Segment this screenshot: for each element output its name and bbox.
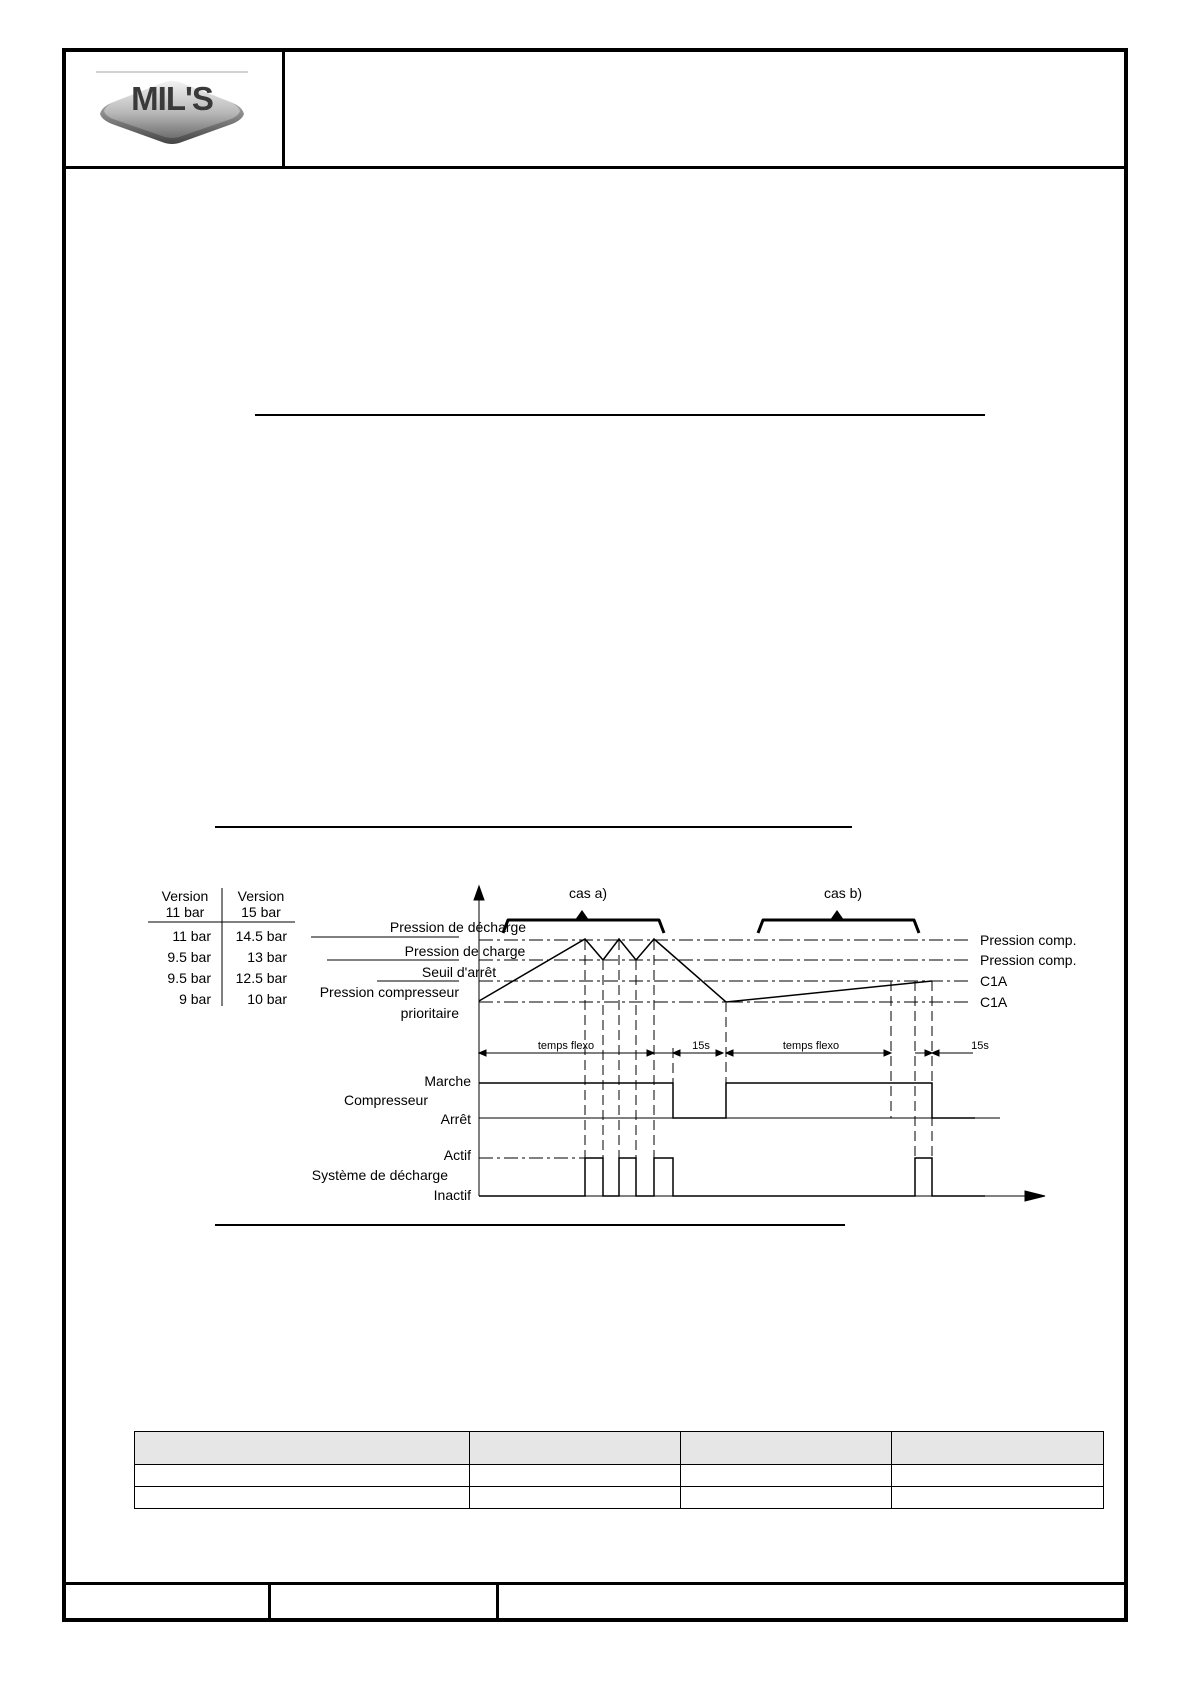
section-rule-3: [215, 1224, 845, 1226]
table-header-cell: [469, 1431, 681, 1465]
compressor-signal: [479, 1082, 975, 1119]
compressor-off-label: Arrêt: [441, 1111, 471, 1127]
label-pression-decharge: Pression de décharge: [390, 919, 526, 935]
version-15-header: Version: [238, 888, 285, 904]
table-row: [134, 1486, 1104, 1509]
label-seuil-arret: Seuil d'arrêt: [422, 964, 496, 980]
version-15-row: 12.5 bar: [236, 970, 288, 986]
version-15-row: 14.5 bar: [236, 928, 288, 944]
case-a-label: cas a): [569, 885, 607, 901]
label-pression-charge: Pression de charge: [405, 943, 526, 959]
label-pression-compresseur: Pression compresseur: [320, 984, 460, 1000]
table-cell: [891, 1486, 1104, 1509]
footer-separator: [496, 1582, 499, 1622]
table-cell: [469, 1486, 681, 1509]
right-label-pression-comp-1: Pression comp.: [980, 932, 1076, 948]
unload-label: Système de décharge: [312, 1167, 448, 1183]
mils-logo: MIL'S: [96, 71, 248, 144]
header-separator: [282, 48, 285, 168]
table-header-cell: [891, 1431, 1104, 1465]
timing-label: 15s: [971, 1040, 989, 1052]
version-15-row: 10 bar: [247, 991, 287, 1007]
version-11-row: 9.5 bar: [167, 970, 211, 986]
unload-signal: [479, 1157, 985, 1197]
label-prioritaire: prioritaire: [401, 1005, 460, 1021]
footer-separator: [268, 1582, 271, 1622]
right-label-c1a-2: C1A: [980, 994, 1008, 1010]
table-header-cell: [134, 1431, 470, 1465]
version-15-row: 13 bar: [247, 949, 287, 965]
timing-label: temps flexo: [538, 1040, 594, 1052]
version-11-row: 9.5 bar: [167, 949, 211, 965]
page-frame: [62, 48, 1128, 1622]
case-b-label: cas b): [824, 885, 862, 901]
table-header-row: [134, 1431, 1104, 1465]
footer-rule: [62, 1582, 1128, 1585]
version-11-row: 11 bar: [172, 928, 211, 944]
table-cell: [891, 1464, 1104, 1487]
header-rule: [62, 166, 1128, 169]
unload-off-label: Inactif: [434, 1187, 471, 1203]
compressor-on-label: Marche: [424, 1073, 471, 1089]
spec-table: [134, 1431, 1104, 1509]
table-header-cell: [680, 1431, 892, 1465]
table-cell: [680, 1486, 892, 1509]
table-cell: [680, 1464, 892, 1487]
unload-on-label: Actif: [444, 1147, 471, 1163]
section-rule-2: [215, 826, 852, 828]
pressure-curve: [478, 937, 933, 1003]
table-cell: [134, 1464, 470, 1487]
version-15-header-unit: 15 bar: [241, 904, 281, 920]
version-11-row: 9 bar: [179, 991, 211, 1007]
logo-text: MIL'S: [131, 80, 213, 117]
table-cell: [469, 1464, 681, 1487]
timing-label: temps flexo: [783, 1040, 839, 1052]
version-11-header: Version: [162, 888, 209, 904]
timing-label: 15s: [692, 1040, 710, 1052]
right-label-c1a-1: C1A: [980, 973, 1008, 989]
pressure-timing-diagram: Version 11 bar Version 15 bar 11 bar 14.…: [148, 884, 1076, 1203]
compressor-label: Compresseur: [344, 1092, 428, 1108]
table-cell: [134, 1486, 470, 1509]
table-row: [134, 1464, 1104, 1487]
section-rule-1: [255, 414, 985, 416]
right-label-pression-comp-2: Pression comp.: [980, 952, 1076, 968]
version-11-header-unit: 11 bar: [166, 904, 205, 920]
